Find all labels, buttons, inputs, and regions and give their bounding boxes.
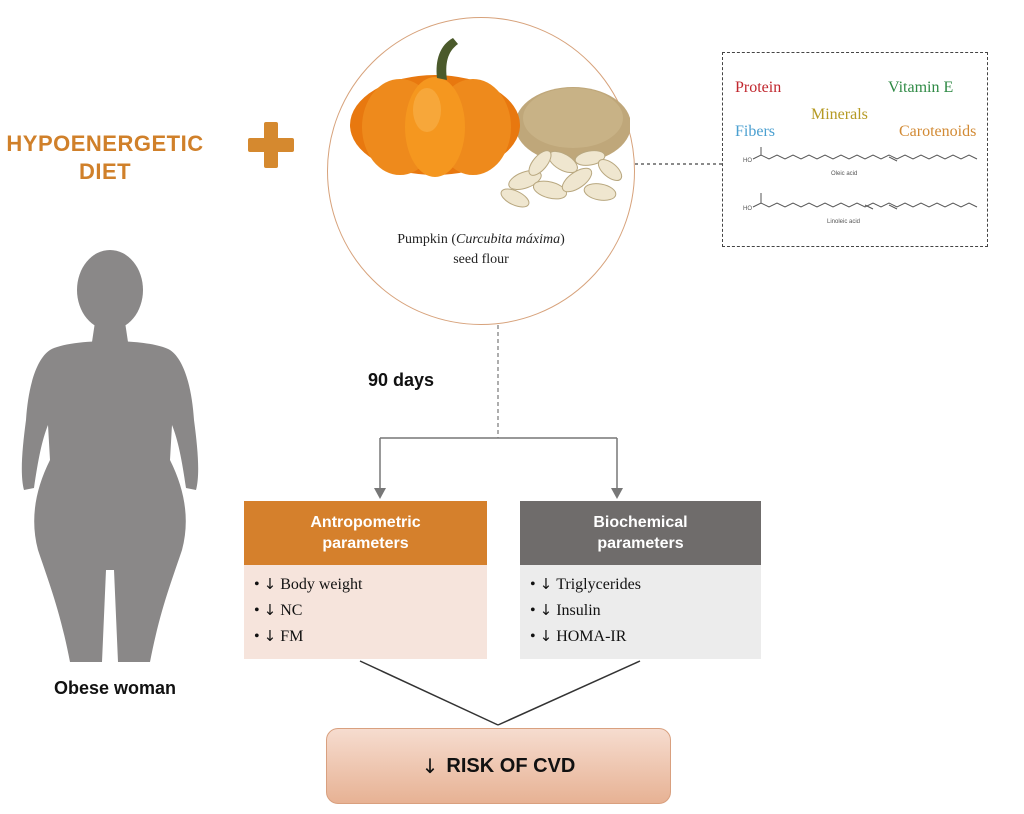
pumpkin-seeds xyxy=(500,150,623,208)
oleic-acid-structure: HO xyxy=(743,147,978,164)
nutrient-protein: Protein xyxy=(735,79,782,96)
obese-woman-silhouette xyxy=(21,250,199,662)
nutrient-minerals: Minerals xyxy=(811,106,868,123)
arrow-right-head xyxy=(611,488,623,499)
down-arrow-icon: ↓ xyxy=(263,575,277,593)
antropometric-title-line1: Antropometric xyxy=(310,514,421,531)
diet-title-line2: DIET xyxy=(78,159,132,184)
list-item: •↓Insulin xyxy=(530,601,601,619)
pumpkin-caption: Pumpkin (Curcubita máxima) seed flour xyxy=(370,230,592,270)
duration-label: 90 days xyxy=(368,370,435,390)
pumpkin-icon xyxy=(350,38,520,177)
arrow-left-head xyxy=(374,488,386,499)
list-item: •↓Triglycerides xyxy=(530,575,641,593)
down-arrow-icon: ↓ xyxy=(263,601,277,619)
linoleic-acid-structure: HO xyxy=(743,193,978,212)
list-item: •↓HOMA-IR xyxy=(530,627,627,645)
oleic-acid-atom: HO xyxy=(743,158,752,164)
down-arrow-icon: ↓ xyxy=(539,575,553,593)
plus-icon xyxy=(248,122,294,168)
list-item: •↓FM xyxy=(254,627,304,645)
down-arrow-icon: ↓ xyxy=(421,754,439,778)
list-item: •↓NC xyxy=(254,601,303,619)
down-arrow-icon: ↓ xyxy=(539,601,553,619)
nutrients-box: Protein Vitamin E Minerals Fibers Carote… xyxy=(722,52,988,247)
diet-title: HYPOENERGETIC DIET xyxy=(0,130,210,186)
linoleic-acid-label: Linoleic acid xyxy=(827,219,861,225)
biochemical-list: •↓Triglycerides •↓Insulin •↓HOMA-IR xyxy=(520,565,761,649)
nutrient-carotenoids: Carotenoids xyxy=(899,123,977,140)
biochemical-header: Biochemical parameters xyxy=(520,501,761,565)
down-arrow-icon: ↓ xyxy=(539,627,553,645)
antropometric-title-line2: parameters xyxy=(322,535,409,552)
pumpkin-illustration xyxy=(350,38,630,208)
biochemical-title-line2: parameters xyxy=(597,535,684,552)
antropometric-header: Antropometric parameters xyxy=(244,501,487,565)
antropometric-list: •↓Body weight •↓NC •↓FM xyxy=(244,565,487,649)
biochemical-title-line1: Biochemical xyxy=(593,514,688,531)
converge-line-right xyxy=(497,660,641,726)
cvd-risk-label: RISK OF CVD xyxy=(446,754,576,777)
biochemical-parameters-box: Biochemical parameters •↓Triglycerides •… xyxy=(520,501,761,659)
pumpkin-caption-line1: Pumpkin (Curcubita máxima) xyxy=(397,232,565,247)
diet-title-line1: HYPOENERGETIC xyxy=(6,131,204,156)
nutrient-vitamin-e: Vitamin E xyxy=(888,79,954,96)
obese-woman-label: Obese woman xyxy=(53,678,177,698)
nutrient-fibers: Fibers xyxy=(735,123,775,140)
list-item: •↓Body weight xyxy=(254,575,363,593)
linoleic-acid-atom: HO xyxy=(743,206,752,212)
down-arrow-icon: ↓ xyxy=(263,627,277,645)
oleic-acid-label: Oleic acid xyxy=(831,171,858,177)
antropometric-parameters-box: Antropometric parameters •↓Body weight •… xyxy=(244,501,487,659)
cvd-risk-box: ↓ RISK OF CVD xyxy=(326,728,671,804)
pumpkin-caption-line2: seed flour xyxy=(453,252,509,267)
converge-line-left xyxy=(359,660,499,726)
